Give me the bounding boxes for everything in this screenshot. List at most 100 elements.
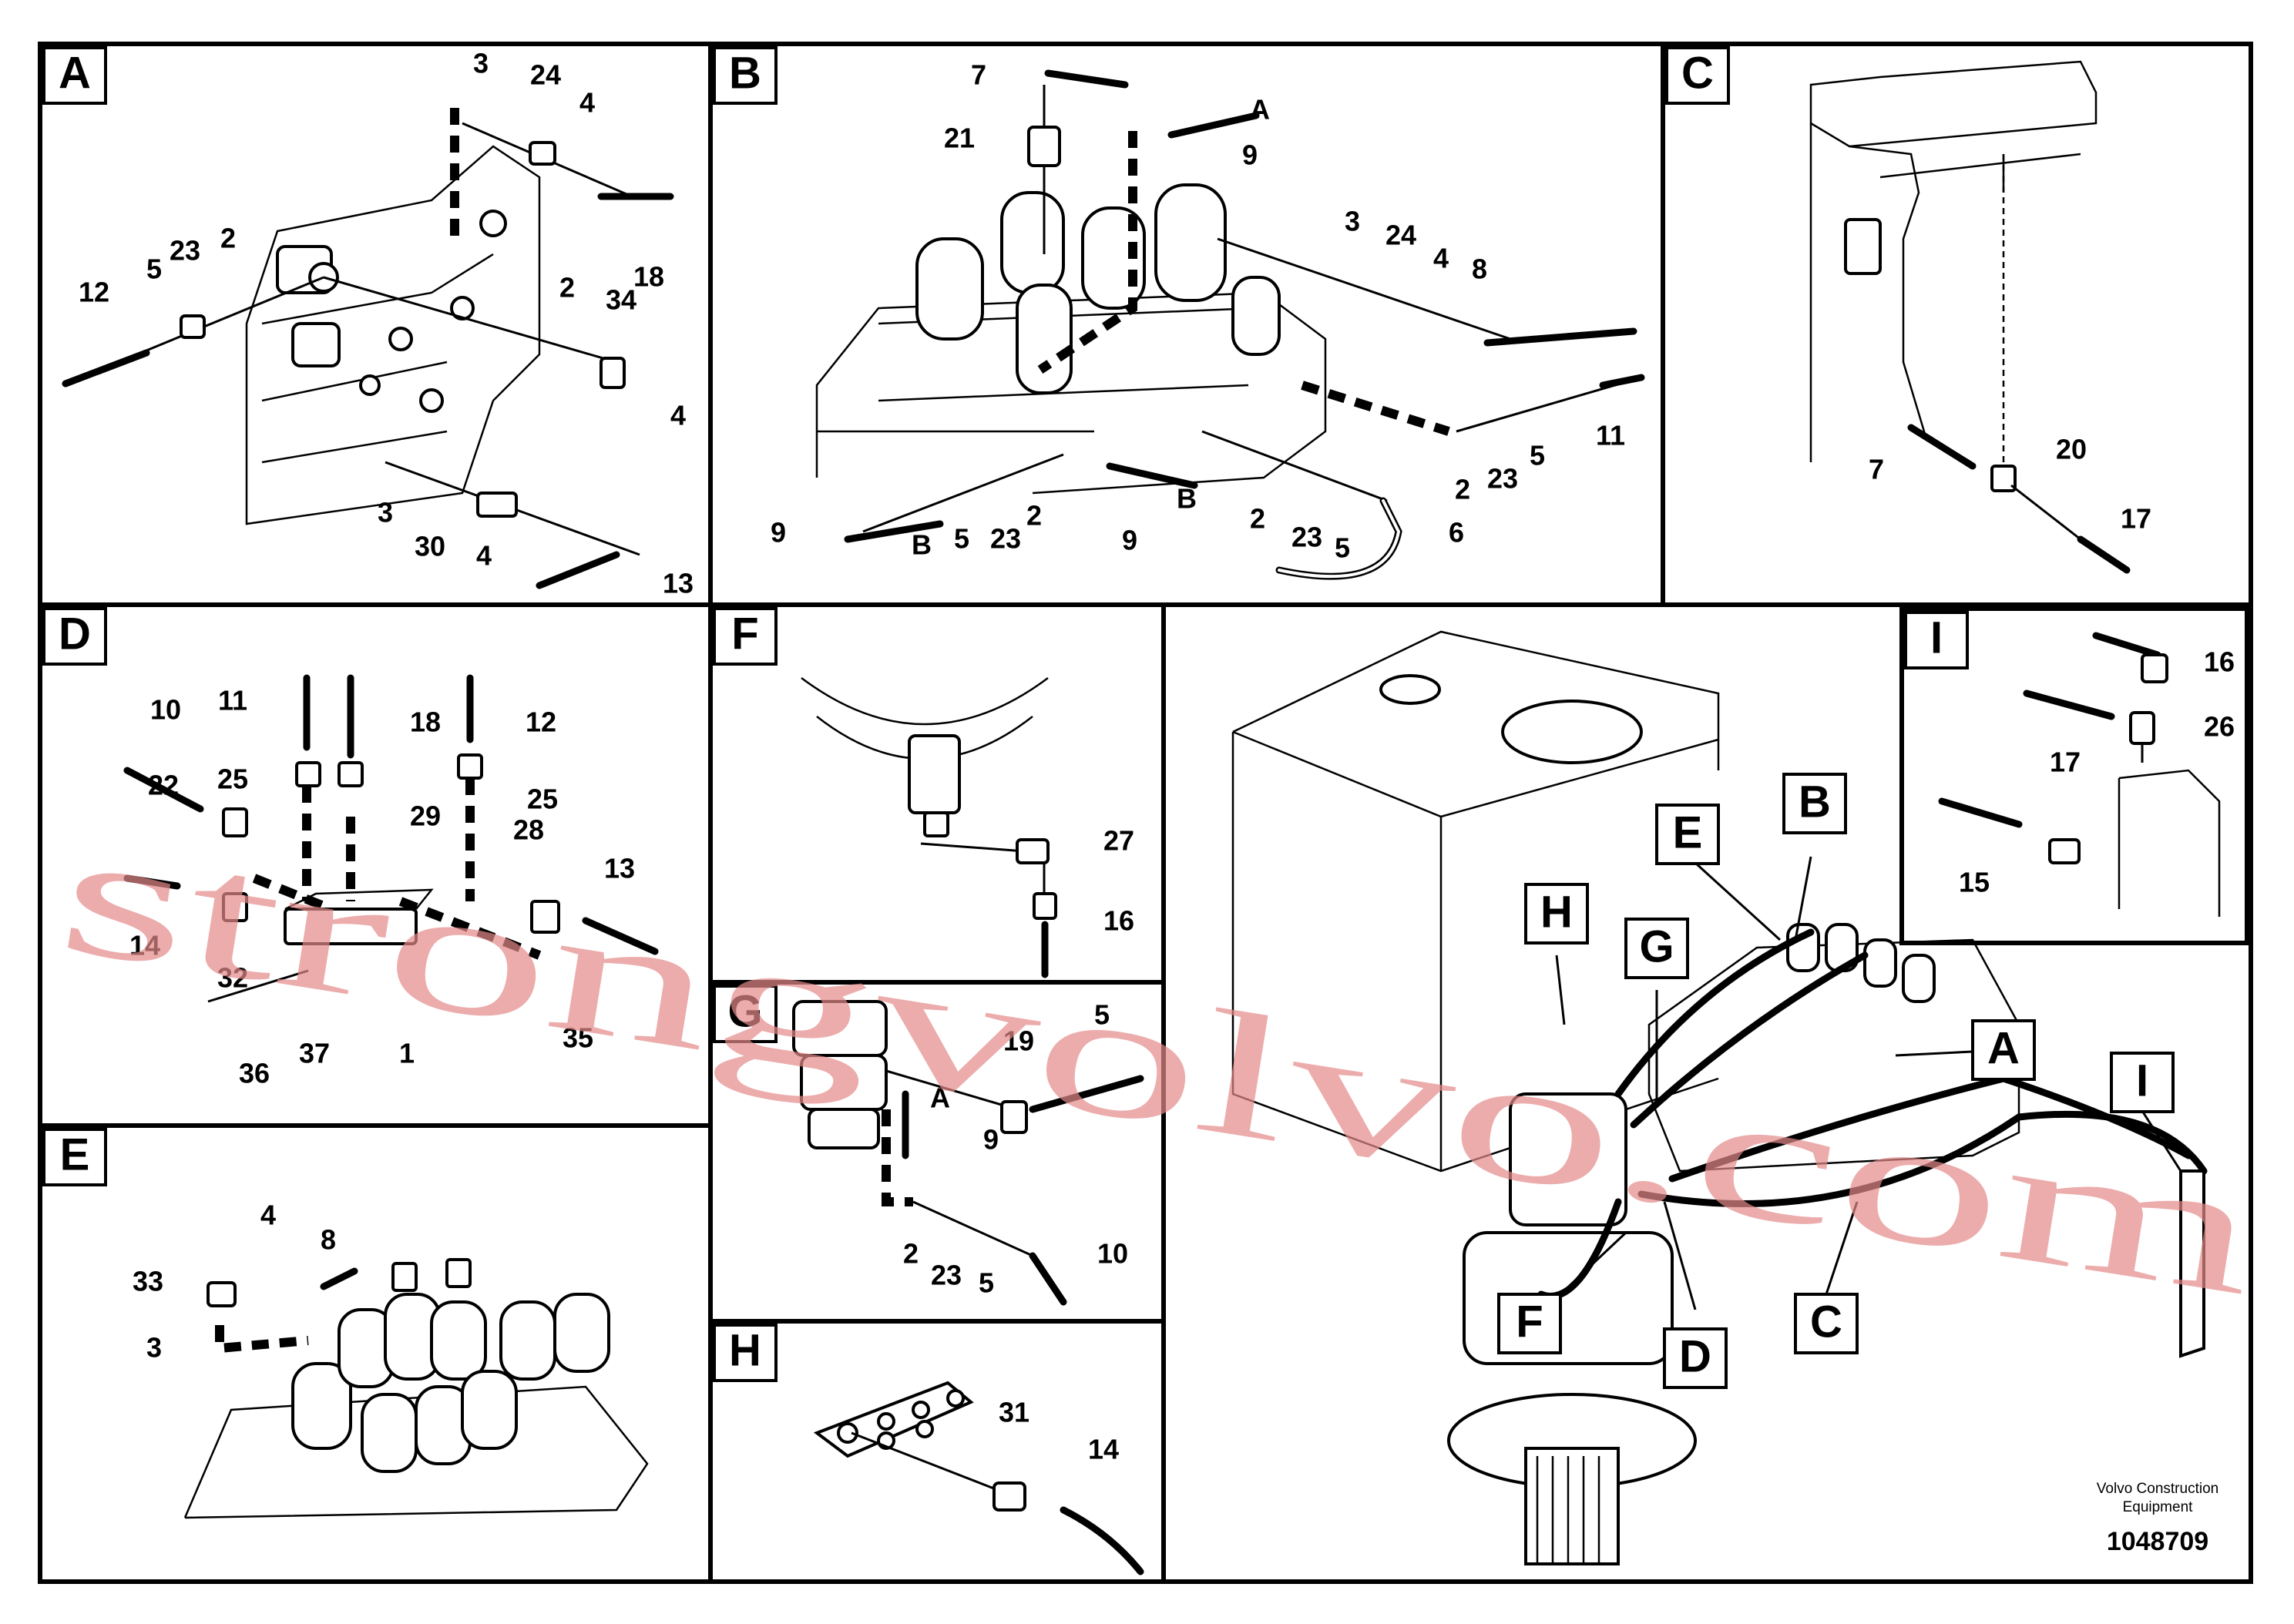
svg-text:I: I bbox=[2136, 1055, 2148, 1106]
svg-text:H: H bbox=[1540, 887, 1573, 937]
part-label: 27 bbox=[1103, 825, 1134, 857]
svg-text:F: F bbox=[731, 609, 758, 659]
callout-d: D bbox=[1663, 1327, 1728, 1389]
part-label: 32 bbox=[217, 962, 248, 994]
callout-g: G bbox=[1624, 918, 1689, 979]
callout-i: I bbox=[2110, 1052, 2175, 1113]
svg-text:G: G bbox=[727, 986, 762, 1036]
part-label: 4 bbox=[579, 87, 595, 119]
part-label: 3 bbox=[473, 48, 489, 79]
labels-panel-b: 7 21 A 9 3 24 4 8 11 2 23 5 9 B 5 23 2 9… bbox=[771, 59, 1625, 564]
part-label: 4 bbox=[476, 540, 492, 572]
part-label: 17 bbox=[2050, 747, 2081, 778]
part-label: 13 bbox=[663, 568, 694, 599]
labels-panel-c: 7 20 17 bbox=[1869, 434, 2151, 535]
watermark: strongvolvo.com bbox=[48, 792, 2270, 1333]
part-label: 20 bbox=[2056, 434, 2087, 465]
part-label: 21 bbox=[944, 122, 975, 154]
svg-text:C: C bbox=[1681, 48, 1714, 98]
svg-text:D: D bbox=[59, 609, 91, 659]
part-label: 25 bbox=[527, 783, 558, 815]
part-label: 3 bbox=[146, 1332, 162, 1364]
part-label: 26 bbox=[2204, 711, 2235, 743]
part-label: 33 bbox=[133, 1266, 163, 1297]
part-label: 12 bbox=[526, 706, 556, 738]
svg-text:F: F bbox=[1516, 1297, 1543, 1347]
panel-e-drawing bbox=[183, 1258, 649, 1519]
part-label: 13 bbox=[604, 853, 635, 884]
part-label: 7 bbox=[971, 59, 986, 91]
svg-text:B: B bbox=[729, 48, 761, 98]
part-label: 25 bbox=[217, 763, 248, 795]
part-label: 28 bbox=[513, 814, 544, 846]
panel-a-letter: A bbox=[42, 46, 107, 105]
panel-h-letter: H bbox=[713, 1324, 778, 1382]
svg-text:E: E bbox=[1673, 807, 1703, 857]
part-label: 2 bbox=[1455, 474, 1470, 505]
panel-d-letter: D bbox=[42, 607, 107, 666]
part-label: 2 bbox=[1026, 500, 1042, 532]
part-label: 4 bbox=[670, 400, 686, 431]
part-label: 23 bbox=[1487, 463, 1518, 495]
part-label: 15 bbox=[1959, 867, 1990, 898]
labels-panel-i: 16 26 17 15 bbox=[1959, 646, 2235, 898]
svg-text:B: B bbox=[1799, 777, 1831, 827]
svg-text:G: G bbox=[1639, 921, 1674, 971]
part-label: 23 bbox=[990, 523, 1021, 555]
part-label: 23 bbox=[1291, 522, 1322, 553]
overview-callouts: B E H G A I F D C bbox=[1497, 773, 2182, 1389]
part-label: 5 bbox=[979, 1267, 994, 1299]
overview-drawing bbox=[1231, 630, 2208, 1565]
part-label: 5 bbox=[1094, 999, 1110, 1031]
part-label: 17 bbox=[2121, 503, 2151, 535]
part-label: 2 bbox=[903, 1238, 919, 1270]
panel-h-drawing bbox=[813, 1381, 1144, 1575]
svg-text:D: D bbox=[1679, 1331, 1711, 1381]
part-label: 18 bbox=[633, 261, 664, 293]
panel-letter-boxes: A B C D E F G H I bbox=[42, 46, 1969, 1382]
part-label: 9 bbox=[983, 1124, 999, 1156]
part-label: 19 bbox=[1003, 1025, 1034, 1057]
callout-h: H bbox=[1524, 883, 1589, 945]
callout-f: F bbox=[1497, 1293, 1562, 1354]
part-label: A bbox=[930, 1082, 950, 1114]
part-label: 29 bbox=[410, 800, 441, 832]
panel-e-letter: E bbox=[42, 1128, 107, 1186]
part-label: 11 bbox=[1596, 420, 1625, 451]
panel-i-drawing bbox=[1938, 632, 2221, 917]
part-label: 3 bbox=[1345, 206, 1360, 237]
panel-f-letter: F bbox=[713, 607, 778, 666]
callout-a: A bbox=[1971, 1019, 2036, 1081]
part-label: 24 bbox=[1385, 220, 1416, 251]
labels-panel-g: 5 19 A 9 2 23 5 10 bbox=[903, 999, 1128, 1299]
panel-a-drawing bbox=[62, 108, 674, 589]
part-label: 5 bbox=[146, 253, 162, 285]
part-label: 2 bbox=[220, 223, 236, 254]
document-number: 1048709 bbox=[2107, 1527, 2208, 1556]
part-label: 2 bbox=[1250, 503, 1265, 535]
svg-text:I: I bbox=[1930, 612, 1943, 663]
part-label: 36 bbox=[239, 1058, 270, 1089]
part-label: 31 bbox=[999, 1397, 1029, 1428]
part-label: 37 bbox=[299, 1038, 330, 1069]
credit-line-1: Volvo Construction bbox=[2097, 1481, 2218, 1497]
panel-f-drawing bbox=[801, 676, 1057, 978]
part-label: 12 bbox=[79, 277, 109, 308]
part-label: 4 bbox=[1433, 243, 1449, 274]
part-label: B bbox=[1177, 483, 1197, 515]
labels-panel-f: 27 16 bbox=[1103, 825, 1134, 937]
part-label: 5 bbox=[954, 523, 969, 555]
part-label: 9 bbox=[1122, 525, 1137, 556]
panel-frames bbox=[38, 42, 2253, 1584]
panel-b-letter: B bbox=[713, 46, 778, 105]
panel-b-drawing bbox=[815, 69, 1645, 580]
svg-text:C: C bbox=[1810, 1297, 1842, 1347]
part-label: 11 bbox=[218, 685, 247, 716]
part-label: 14 bbox=[129, 930, 160, 961]
svg-text:A: A bbox=[59, 48, 91, 98]
panel-c-letter: C bbox=[1665, 46, 1730, 105]
part-label: 30 bbox=[415, 531, 445, 562]
part-label: 8 bbox=[321, 1224, 336, 1256]
part-label: 5 bbox=[1530, 440, 1545, 471]
